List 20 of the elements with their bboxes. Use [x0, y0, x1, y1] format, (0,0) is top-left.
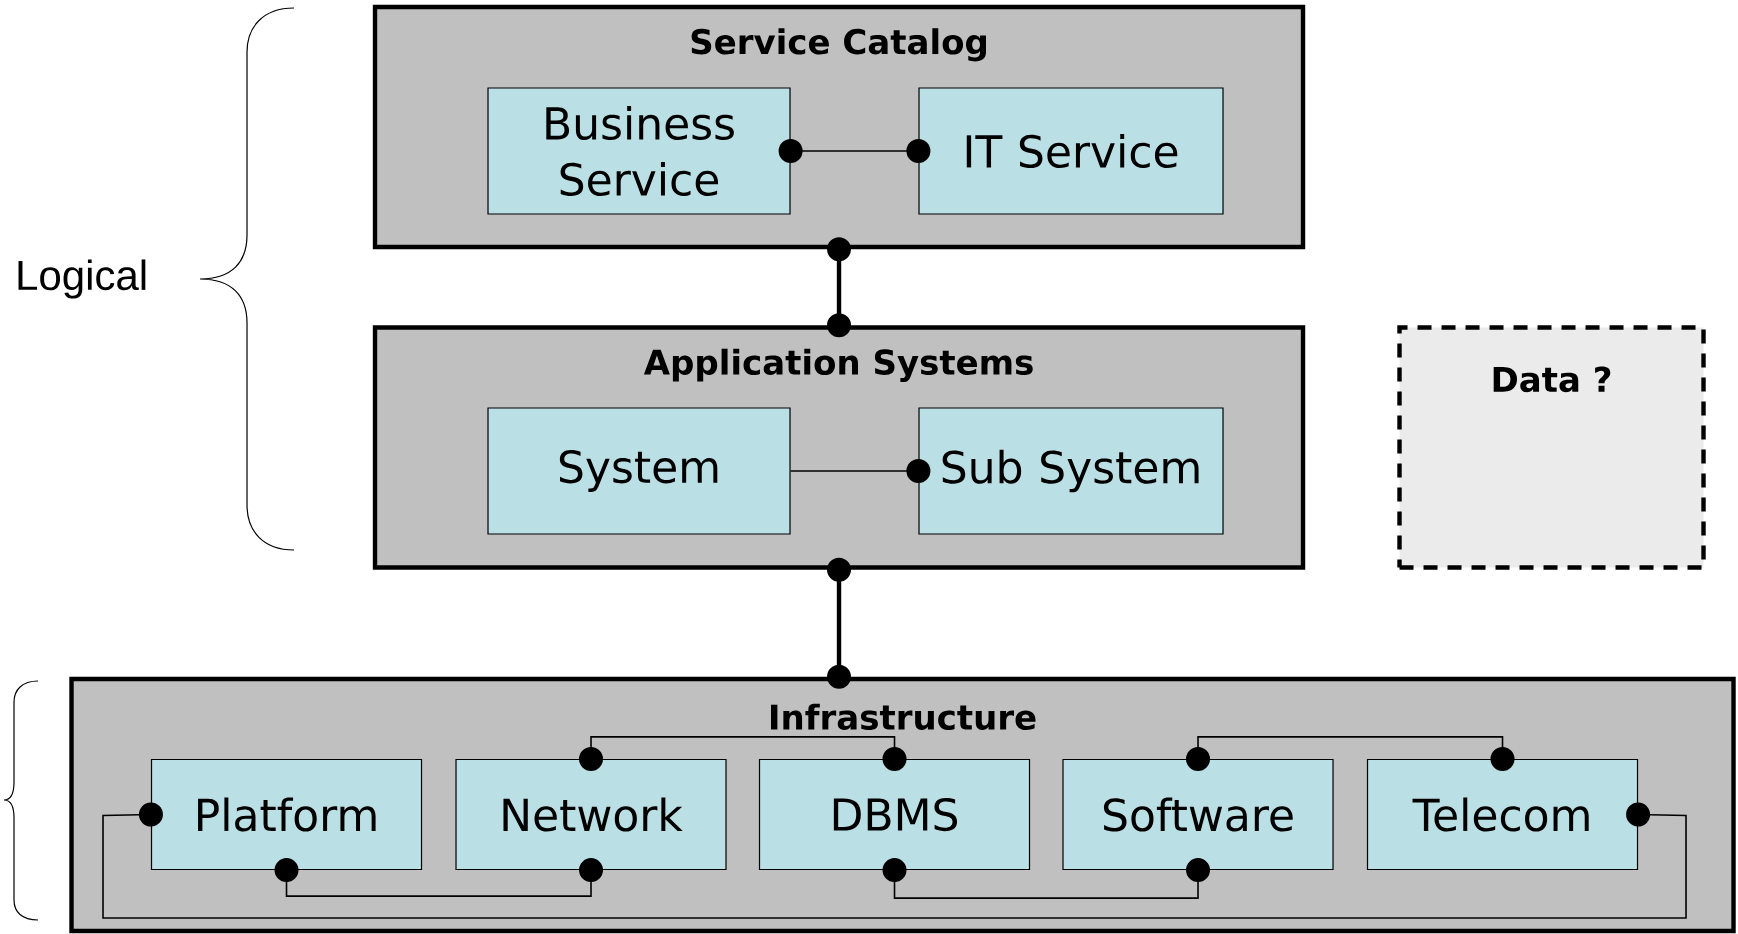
component-box: Network	[455, 758, 727, 871]
connector	[102, 802, 1687, 919]
connector	[789, 459, 931, 483]
component-box: Telecom	[1366, 758, 1639, 871]
component-box: Business Service	[487, 87, 791, 215]
placeholder-box: Data ?	[1397, 325, 1706, 570]
connector	[274, 858, 603, 897]
connector	[827, 237, 852, 338]
component-box: Platform	[150, 758, 423, 871]
component-box: DBMS	[758, 758, 1031, 871]
connector	[827, 557, 852, 689]
component-box: System	[487, 407, 791, 535]
connector	[579, 736, 907, 771]
component-box: IT Service	[918, 87, 1224, 215]
component-box: Sub System	[918, 407, 1224, 535]
side-label: Logical	[18, 259, 146, 299]
connector	[1186, 736, 1515, 771]
connector	[882, 858, 1210, 899]
connector	[778, 139, 931, 163]
component-box: Software	[1062, 758, 1334, 871]
